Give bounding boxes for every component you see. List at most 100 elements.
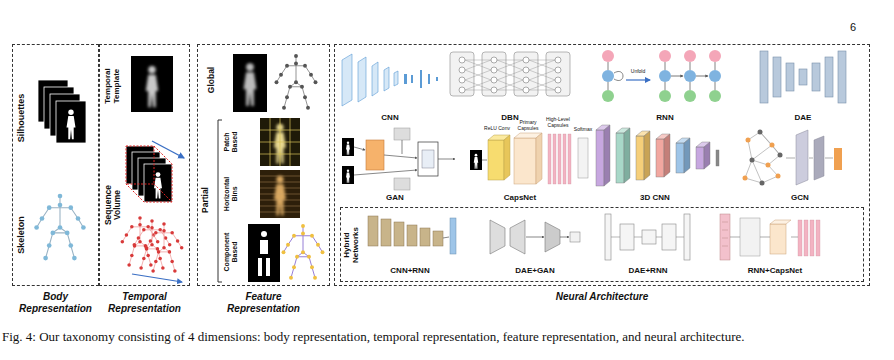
cnn-rnn-illustration: [368, 216, 443, 246]
dbn-illustration: [555, 87, 561, 93]
horizontal-bins-image: [260, 170, 300, 218]
part-label: Primary Capsules: [515, 120, 541, 131]
cnn-illustration: [342, 54, 352, 106]
capsnet-illustration: [563, 134, 566, 184]
gcn-illustration: [766, 163, 771, 168]
cnn-rnn-illustration: [368, 216, 378, 246]
cnn-illustration: [342, 54, 438, 106]
cnn-rnn-illustration: [443, 237, 449, 238]
network-name: CNN: [381, 114, 398, 123]
horizontal-bins-image: [274, 176, 286, 216]
dimension-title: Temporal Representation: [97, 291, 193, 314]
dbn-illustration: [497, 60, 523, 90]
sequence-volume-image: [144, 164, 172, 202]
capsnet-illustration: [548, 134, 551, 184]
dae-illustration: [773, 57, 781, 97]
gcn-illustration: [743, 130, 843, 186]
cnn-rnn-illustration: [381, 219, 391, 246]
cnn3d-illustration: [656, 139, 664, 177]
dae-gan-illustration: [526, 237, 569, 238]
capsnet-illustration: [474, 154, 479, 169]
dbn-illustration: [546, 52, 570, 96]
rnn-illustration: [709, 50, 721, 62]
dae-rnn-illustration: [684, 214, 690, 260]
component-based-image: [266, 258, 270, 276]
gcn-illustration: [743, 176, 748, 181]
rnn-illustration: [659, 70, 671, 82]
skeleton-graph: [34, 194, 85, 261]
gan-illustration: [384, 155, 417, 158]
network-name: CNN+RNN: [390, 267, 429, 276]
rnn-illustration: [602, 50, 614, 62]
cnn-illustration: [384, 67, 389, 91]
gan-illustration: [354, 147, 365, 150]
dae-rnn-illustration: [620, 224, 634, 250]
global-feature-image: [233, 54, 317, 112]
sub-label: Horizontal Bins: [223, 170, 238, 218]
cnn3d-illustration: [624, 128, 630, 183]
cnn-illustration: [404, 74, 407, 84]
rnn-illustration: [671, 76, 683, 77]
row-label: Temporal Template: [104, 61, 122, 111]
part-label: ReLU Conv: [484, 126, 510, 132]
cnn3d-illustration: [664, 134, 670, 177]
rnn-capsnet-illustration: [722, 222, 728, 246]
dae-gan-illustration: [510, 220, 525, 254]
gan-illustration: [346, 170, 350, 183]
gan-illustration: [402, 140, 403, 154]
cnn-illustration: [428, 74, 430, 84]
cnn-illustration: [411, 75, 413, 83]
component-based-image: [260, 240, 268, 254]
gan-illustration: [354, 140, 455, 175]
cnn3d-illustration: [596, 130, 604, 186]
dae-rnn-illustration: [662, 224, 676, 250]
gan-illustration: [342, 166, 354, 184]
row-label: Partial: [201, 187, 210, 213]
dbn-illustration: [523, 67, 529, 73]
skeleton-sequence: [121, 216, 160, 266]
part-label: Softmax: [574, 127, 592, 133]
network-name: CapsNet: [504, 194, 536, 203]
gcn-illustration: [745, 132, 780, 183]
rnn-illustration: [684, 90, 696, 102]
gcn-illustration: [778, 153, 783, 158]
cnn3d-illustration: [676, 143, 684, 173]
row-label: Sequence Volume: [104, 175, 123, 235]
capsnet-illustration: [578, 138, 588, 178]
gcn-illustration: [770, 143, 775, 148]
capsnet-illustration: [482, 160, 487, 161]
component-based-image: [248, 224, 324, 282]
dae-illustration: [760, 51, 768, 103]
gcn-illustration: [814, 136, 824, 180]
network-name: DAE+RNN: [629, 267, 668, 276]
gcn-illustration: [758, 130, 763, 135]
dae-illustration: [825, 57, 833, 97]
gcn-illustration: [776, 174, 781, 179]
dbn-illustration: [459, 77, 465, 83]
capsnet-illustration: [504, 135, 510, 180]
dimension-title: Neural Architecture: [554, 291, 650, 303]
gan-illustration: [354, 170, 417, 175]
rnn-capsnet-illustration: [730, 237, 798, 238]
dbn-illustration: [450, 52, 570, 96]
cnn3d-illustration: [716, 150, 719, 166]
dae-illustration: [838, 51, 846, 103]
dbn-illustration: [482, 52, 506, 96]
network-name: GCN: [791, 194, 809, 203]
cnn3d-illustration: [696, 147, 704, 169]
capsnet-illustration: [488, 140, 504, 180]
dbn-illustration: [465, 60, 555, 90]
dbn-illustration: [491, 57, 497, 63]
cnn-illustration: [342, 54, 398, 106]
dbn-illustration: [465, 60, 491, 90]
cnn-rnn-illustration: [433, 231, 443, 246]
gan-illustration: [342, 138, 354, 156]
skeleton-sequence: [133, 219, 172, 269]
cnn3d-illustration: [644, 131, 650, 180]
rnn-illustration: [659, 90, 671, 102]
skeleton-sequence: [145, 222, 184, 272]
taxonomy-panel: Body Representation: [12, 44, 99, 316]
rnn-capsnet-illustration: [770, 220, 791, 224]
rnn-capsnet-illustration: [740, 218, 760, 256]
